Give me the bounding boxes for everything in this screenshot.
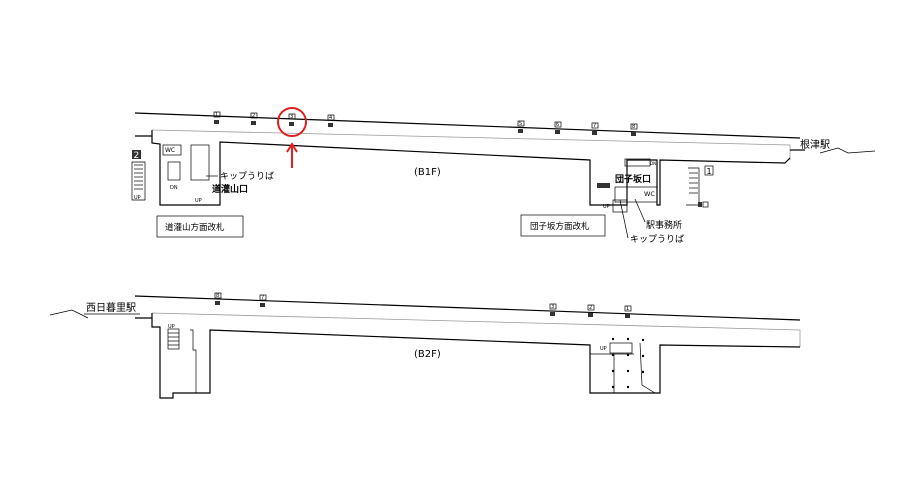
exit-dangozaka-label: 団子坂口	[615, 173, 651, 185]
svg-text:UP: UP	[603, 204, 610, 210]
pillars	[611, 337, 645, 389]
svg-text:7: 7	[261, 295, 264, 301]
svg-text:6: 6	[556, 122, 559, 128]
gate-dokanyama-label: 道灌山方面改札	[165, 222, 225, 233]
stairs-b2f-right	[609, 342, 633, 354]
car-position-5: 5	[517, 120, 525, 133]
stair-treads-left	[134, 164, 143, 190]
up-label-b2f-right: UP	[600, 346, 607, 352]
gate-dokanyama-box	[156, 215, 244, 238]
car-position-1: 1	[213, 111, 221, 124]
exit-1-badge	[704, 165, 714, 176]
highlight-arrow-icon	[286, 142, 298, 168]
ground-line-left	[49, 309, 89, 319]
wc-label: WC	[165, 147, 175, 154]
stairs-exit-1	[686, 167, 700, 206]
elevator-icon	[702, 201, 709, 208]
svg-text:3: 3	[290, 114, 293, 120]
svg-text:8: 8	[632, 124, 635, 130]
stairs-b2f-left	[167, 328, 180, 350]
ticket-counter-left-label: キップうりば	[220, 171, 274, 182]
car-position-4: 4	[327, 114, 335, 127]
stairs-dn-right	[624, 158, 651, 167]
ticket-machine-area-left	[190, 144, 210, 181]
ticket-gates-icon	[597, 183, 610, 188]
svg-text:2: 2	[589, 305, 592, 311]
car-position-7: 7	[591, 122, 599, 135]
gate-dangozaka-label: 団子坂方面改札	[530, 221, 590, 232]
b2f-track-line	[134, 295, 801, 321]
station-name-nishinippori: 西日暮里駅	[86, 301, 136, 314]
car-position-8: 8	[630, 123, 638, 136]
b1f-car-positions: 1 2 3 4 5 6 7 8	[213, 111, 638, 136]
svg-text:1: 1	[626, 306, 629, 312]
exit-2-label: 2	[134, 151, 140, 161]
b2f-platform-top	[151, 312, 801, 347]
b1f-floor: 根津駅 (B1F) 1 2 3 4 5 6 7 8 2 UP WC DN UP	[131, 107, 876, 245]
exit-2-badge	[132, 150, 141, 159]
car-position-b2f-3: 3	[549, 303, 557, 316]
svg-text:8: 8	[216, 293, 219, 299]
exit-dokanyama-label: 道灌山口	[212, 183, 248, 195]
svg-text:7: 7	[593, 123, 596, 129]
car-position-b2f-5: 1	[624, 305, 632, 318]
car-position-6: 6	[554, 121, 562, 134]
car-position-b2f-1: 8	[214, 292, 222, 305]
station-name-nezu: 根津駅	[800, 138, 830, 151]
exit-1-label: 1	[707, 167, 712, 176]
b2f-car-positions: 8 7 3 2 1	[214, 292, 632, 318]
highlight-circle	[277, 107, 307, 137]
gate-dangozaka-box	[520, 214, 606, 237]
b2f-floor: 西日暮里駅 (B2F) UP 8 7 3 2 1 UP	[49, 292, 801, 399]
up-label-2: UP	[195, 198, 202, 204]
b1f-track-line	[134, 112, 801, 139]
car-position-3: 3	[288, 113, 296, 126]
svg-text:2: 2	[252, 113, 255, 119]
car-position-b2f-4: 2	[587, 304, 595, 317]
dn-label: DN	[170, 185, 178, 191]
b2f-concourse-outline	[135, 313, 801, 399]
floor-label-b2f: (B2F)	[414, 349, 441, 360]
ticket-counter-right-label: キップうりば	[630, 234, 684, 245]
stairs-down	[167, 161, 181, 181]
svg-text:3: 3	[551, 304, 554, 310]
car-position-b2f-2: 7	[259, 294, 267, 307]
car-position-2: 2	[250, 112, 258, 125]
b1f-concourse-outline	[135, 130, 791, 206]
svg-text:1: 1	[215, 112, 218, 118]
svg-text:DN: DN	[650, 161, 656, 166]
b1f-platform-top	[151, 129, 791, 160]
wc-label-right: WC	[644, 190, 655, 198]
up-label: UP	[134, 195, 141, 201]
station-office-label: 駅事務所	[646, 219, 682, 231]
up-label-b2f-left: UP	[168, 324, 175, 330]
svg-text:4: 4	[329, 115, 332, 121]
ground-line	[819, 147, 876, 154]
svg-text:5: 5	[519, 121, 522, 127]
floor-label-b1f: (B1F)	[414, 167, 441, 178]
stairs-exit-2	[131, 161, 146, 201]
